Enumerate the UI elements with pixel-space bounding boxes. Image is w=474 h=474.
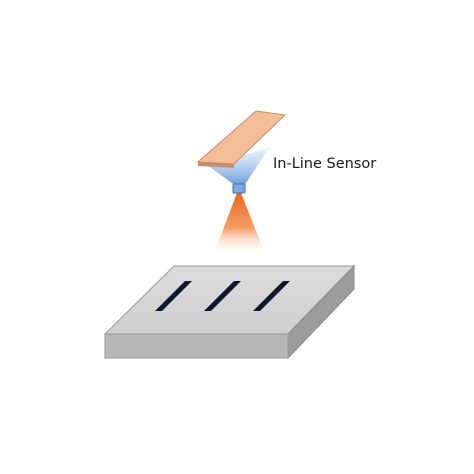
projection-beam	[207, 148, 269, 186]
sensor-plate-edge	[198, 162, 234, 168]
sensor-head	[232, 183, 246, 194]
platform	[103, 264, 356, 360]
slot	[155, 281, 192, 311]
sensor-plate	[196, 110, 287, 165]
platform-front	[104, 333, 289, 359]
slot	[204, 281, 241, 311]
sensor-label: In-Line Sensor	[273, 156, 376, 172]
slot-group	[155, 281, 290, 311]
slot	[253, 281, 290, 311]
laser-beam	[213, 193, 266, 256]
